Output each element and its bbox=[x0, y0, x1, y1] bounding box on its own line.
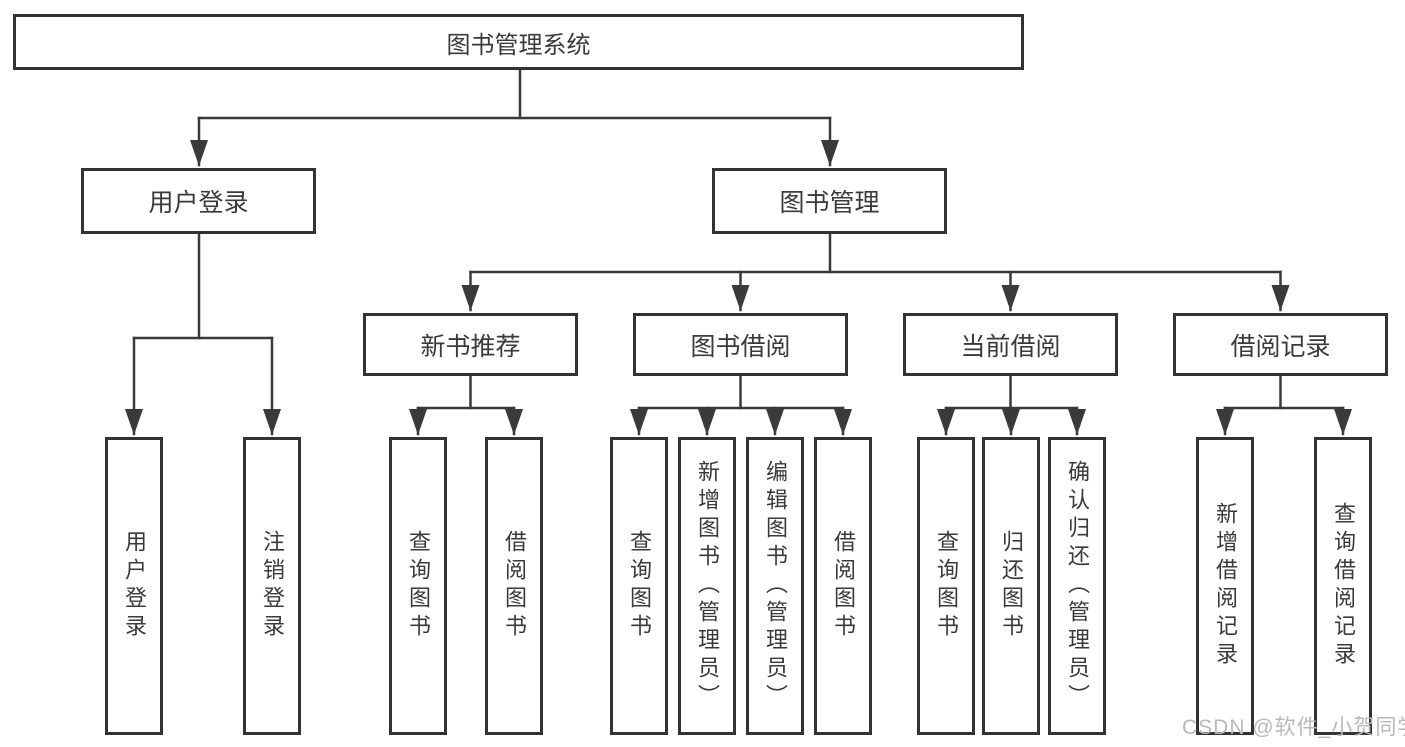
node-current-borrowing-label: 当前借阅 bbox=[960, 332, 1061, 361]
node-current-borrowing: 当前借阅 bbox=[903, 313, 1118, 376]
node-borrowing-records-label: 借阅记录 bbox=[1230, 332, 1331, 361]
leaf-query-borrow-record-label: 查询借阅记录 bbox=[1331, 502, 1356, 670]
node-user-login: 用户登录 bbox=[81, 168, 316, 234]
node-book-borrowing: 图书借阅 bbox=[633, 313, 848, 376]
leaf-query-books-3-label: 查询图书 bbox=[934, 530, 959, 642]
leaf-query-books-3: 查询图书 bbox=[917, 437, 975, 735]
leaf-user-login-label: 用户登录 bbox=[122, 530, 147, 642]
leaf-confirm-return-admin-label: 确认归还（管理员） bbox=[1065, 460, 1090, 712]
leaf-edit-books-admin: 编辑图书（管理员） bbox=[746, 437, 804, 735]
leaf-query-books-2-label: 查询图书 bbox=[627, 530, 652, 642]
leaf-add-books-admin: 新增图书（管理员） bbox=[678, 437, 736, 735]
node-book-management: 图书管理 bbox=[712, 168, 947, 234]
leaf-query-books-2: 查询图书 bbox=[610, 437, 668, 735]
leaf-confirm-return-admin: 确认归还（管理员） bbox=[1048, 437, 1106, 735]
leaf-add-books-admin-label: 新增图书（管理员） bbox=[695, 460, 720, 712]
csdn-watermark: CSDN @软件_小贺同学 bbox=[1182, 716, 1405, 739]
leaf-user-login: 用户登录 bbox=[105, 437, 163, 735]
node-book-management-label: 图书管理 bbox=[779, 189, 880, 217]
leaf-return-books: 归还图书 bbox=[982, 437, 1040, 735]
node-library-system-label: 图书管理系统 bbox=[446, 31, 591, 59]
node-library-system: 图书管理系统 bbox=[13, 14, 1024, 70]
node-book-borrowing-label: 图书借阅 bbox=[690, 332, 791, 361]
leaf-edit-books-admin-label: 编辑图书（管理员） bbox=[763, 460, 788, 712]
leaf-borrow-books-2: 借阅图书 bbox=[814, 437, 872, 735]
leaf-return-books-label: 归还图书 bbox=[999, 530, 1024, 642]
leaf-logout: 注销登录 bbox=[243, 437, 301, 735]
leaf-query-books-1-label: 查询图书 bbox=[406, 530, 431, 642]
leaf-borrow-books-1: 借阅图书 bbox=[485, 437, 543, 735]
node-new-book-recommend: 新书推荐 bbox=[363, 313, 578, 376]
node-user-login-label: 用户登录 bbox=[148, 189, 249, 217]
leaf-query-borrow-record: 查询借阅记录 bbox=[1314, 437, 1372, 735]
leaf-query-books-1: 查询图书 bbox=[389, 437, 447, 735]
leaf-borrow-books-2-label: 借阅图书 bbox=[831, 530, 856, 642]
leaf-borrow-books-1-label: 借阅图书 bbox=[502, 530, 527, 642]
leaf-add-borrow-record: 新增借阅记录 bbox=[1196, 437, 1254, 735]
leaf-add-borrow-record-label: 新增借阅记录 bbox=[1213, 502, 1238, 670]
node-borrowing-records: 借阅记录 bbox=[1173, 313, 1388, 376]
node-new-book-recommend-label: 新书推荐 bbox=[420, 332, 521, 361]
leaf-logout-label: 注销登录 bbox=[260, 530, 285, 642]
